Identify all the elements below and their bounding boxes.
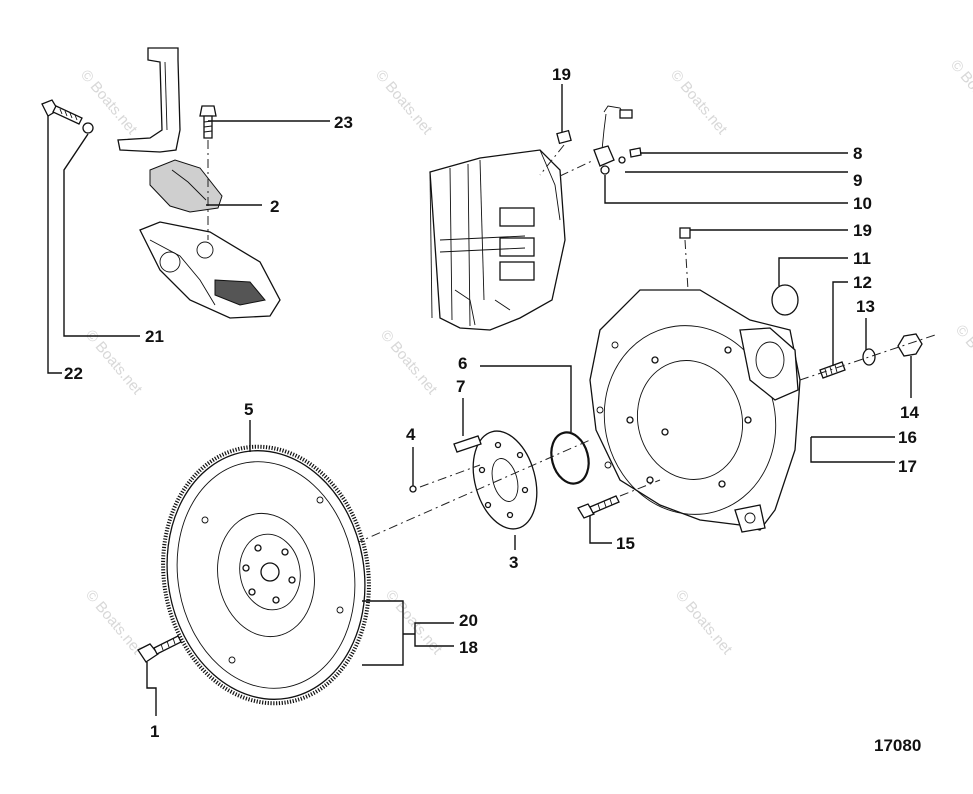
callout-3: 3 xyxy=(509,553,518,572)
watermark: © Boats.net xyxy=(952,322,973,394)
sensor-10 xyxy=(593,105,633,175)
callout-23: 23 xyxy=(334,113,353,132)
callouts: 1 2 3 4 5 6 7 8 9 10 11 12 13 14 15 16 1… xyxy=(64,65,919,741)
watermark: © Boats.net xyxy=(947,57,973,129)
diagram-reference-number: 17080 xyxy=(874,736,921,755)
fitting-19-housing xyxy=(679,227,691,239)
callout-19-top: 19 xyxy=(552,65,571,84)
bolt-15 xyxy=(577,495,620,519)
bolt-22 xyxy=(41,99,83,125)
callout-15: 15 xyxy=(616,534,635,553)
plug-11 xyxy=(771,284,799,316)
watermark: © Boats.net xyxy=(82,587,146,659)
fitting-19-top xyxy=(556,129,572,145)
engine-mount-assembly xyxy=(117,47,281,319)
nut-14 xyxy=(897,333,923,357)
callout-14: 14 xyxy=(900,403,919,422)
screw-8 xyxy=(629,147,642,158)
callout-21: 21 xyxy=(145,327,164,346)
callout-1: 1 xyxy=(150,722,159,741)
callout-17: 17 xyxy=(898,457,917,476)
callout-20: 20 xyxy=(459,611,478,630)
watermark: © Boats.net xyxy=(82,327,146,399)
callout-10: 10 xyxy=(853,194,872,213)
washer-9 xyxy=(618,156,626,164)
callout-7: 7 xyxy=(456,377,465,396)
pin-7 xyxy=(453,435,482,453)
callout-6: 6 xyxy=(458,354,467,373)
screw-4 xyxy=(409,485,417,493)
flywheel-housing xyxy=(589,289,801,533)
callout-12: 12 xyxy=(853,273,872,292)
callout-11: 11 xyxy=(853,249,871,268)
callout-9: 9 xyxy=(853,171,862,190)
watermark: © Boats.net xyxy=(667,67,731,139)
callout-18: 18 xyxy=(459,638,478,657)
callout-8: 8 xyxy=(853,144,862,163)
callout-19-housing: 19 xyxy=(853,221,872,240)
flywheel xyxy=(161,444,371,706)
o-ring-6 xyxy=(550,431,590,485)
callout-2: 2 xyxy=(270,197,279,216)
callout-13: 13 xyxy=(856,297,875,316)
stud-12 xyxy=(819,361,846,379)
engine-side-block xyxy=(429,149,566,331)
washer-13 xyxy=(862,348,876,366)
callout-16: 16 xyxy=(898,428,917,447)
bolt-1 xyxy=(137,635,182,663)
bolt-23 xyxy=(199,105,217,139)
callout-4: 4 xyxy=(406,425,416,444)
leader-lines xyxy=(47,84,912,716)
washer-21 xyxy=(82,122,94,134)
watermark: © Boats.net xyxy=(372,67,436,139)
watermark: © Boats.net xyxy=(672,587,736,659)
adapter-plate-3 xyxy=(472,430,538,530)
callout-22: 22 xyxy=(64,364,83,383)
watermark: © Boats.net xyxy=(377,327,441,399)
callout-5: 5 xyxy=(244,400,253,419)
